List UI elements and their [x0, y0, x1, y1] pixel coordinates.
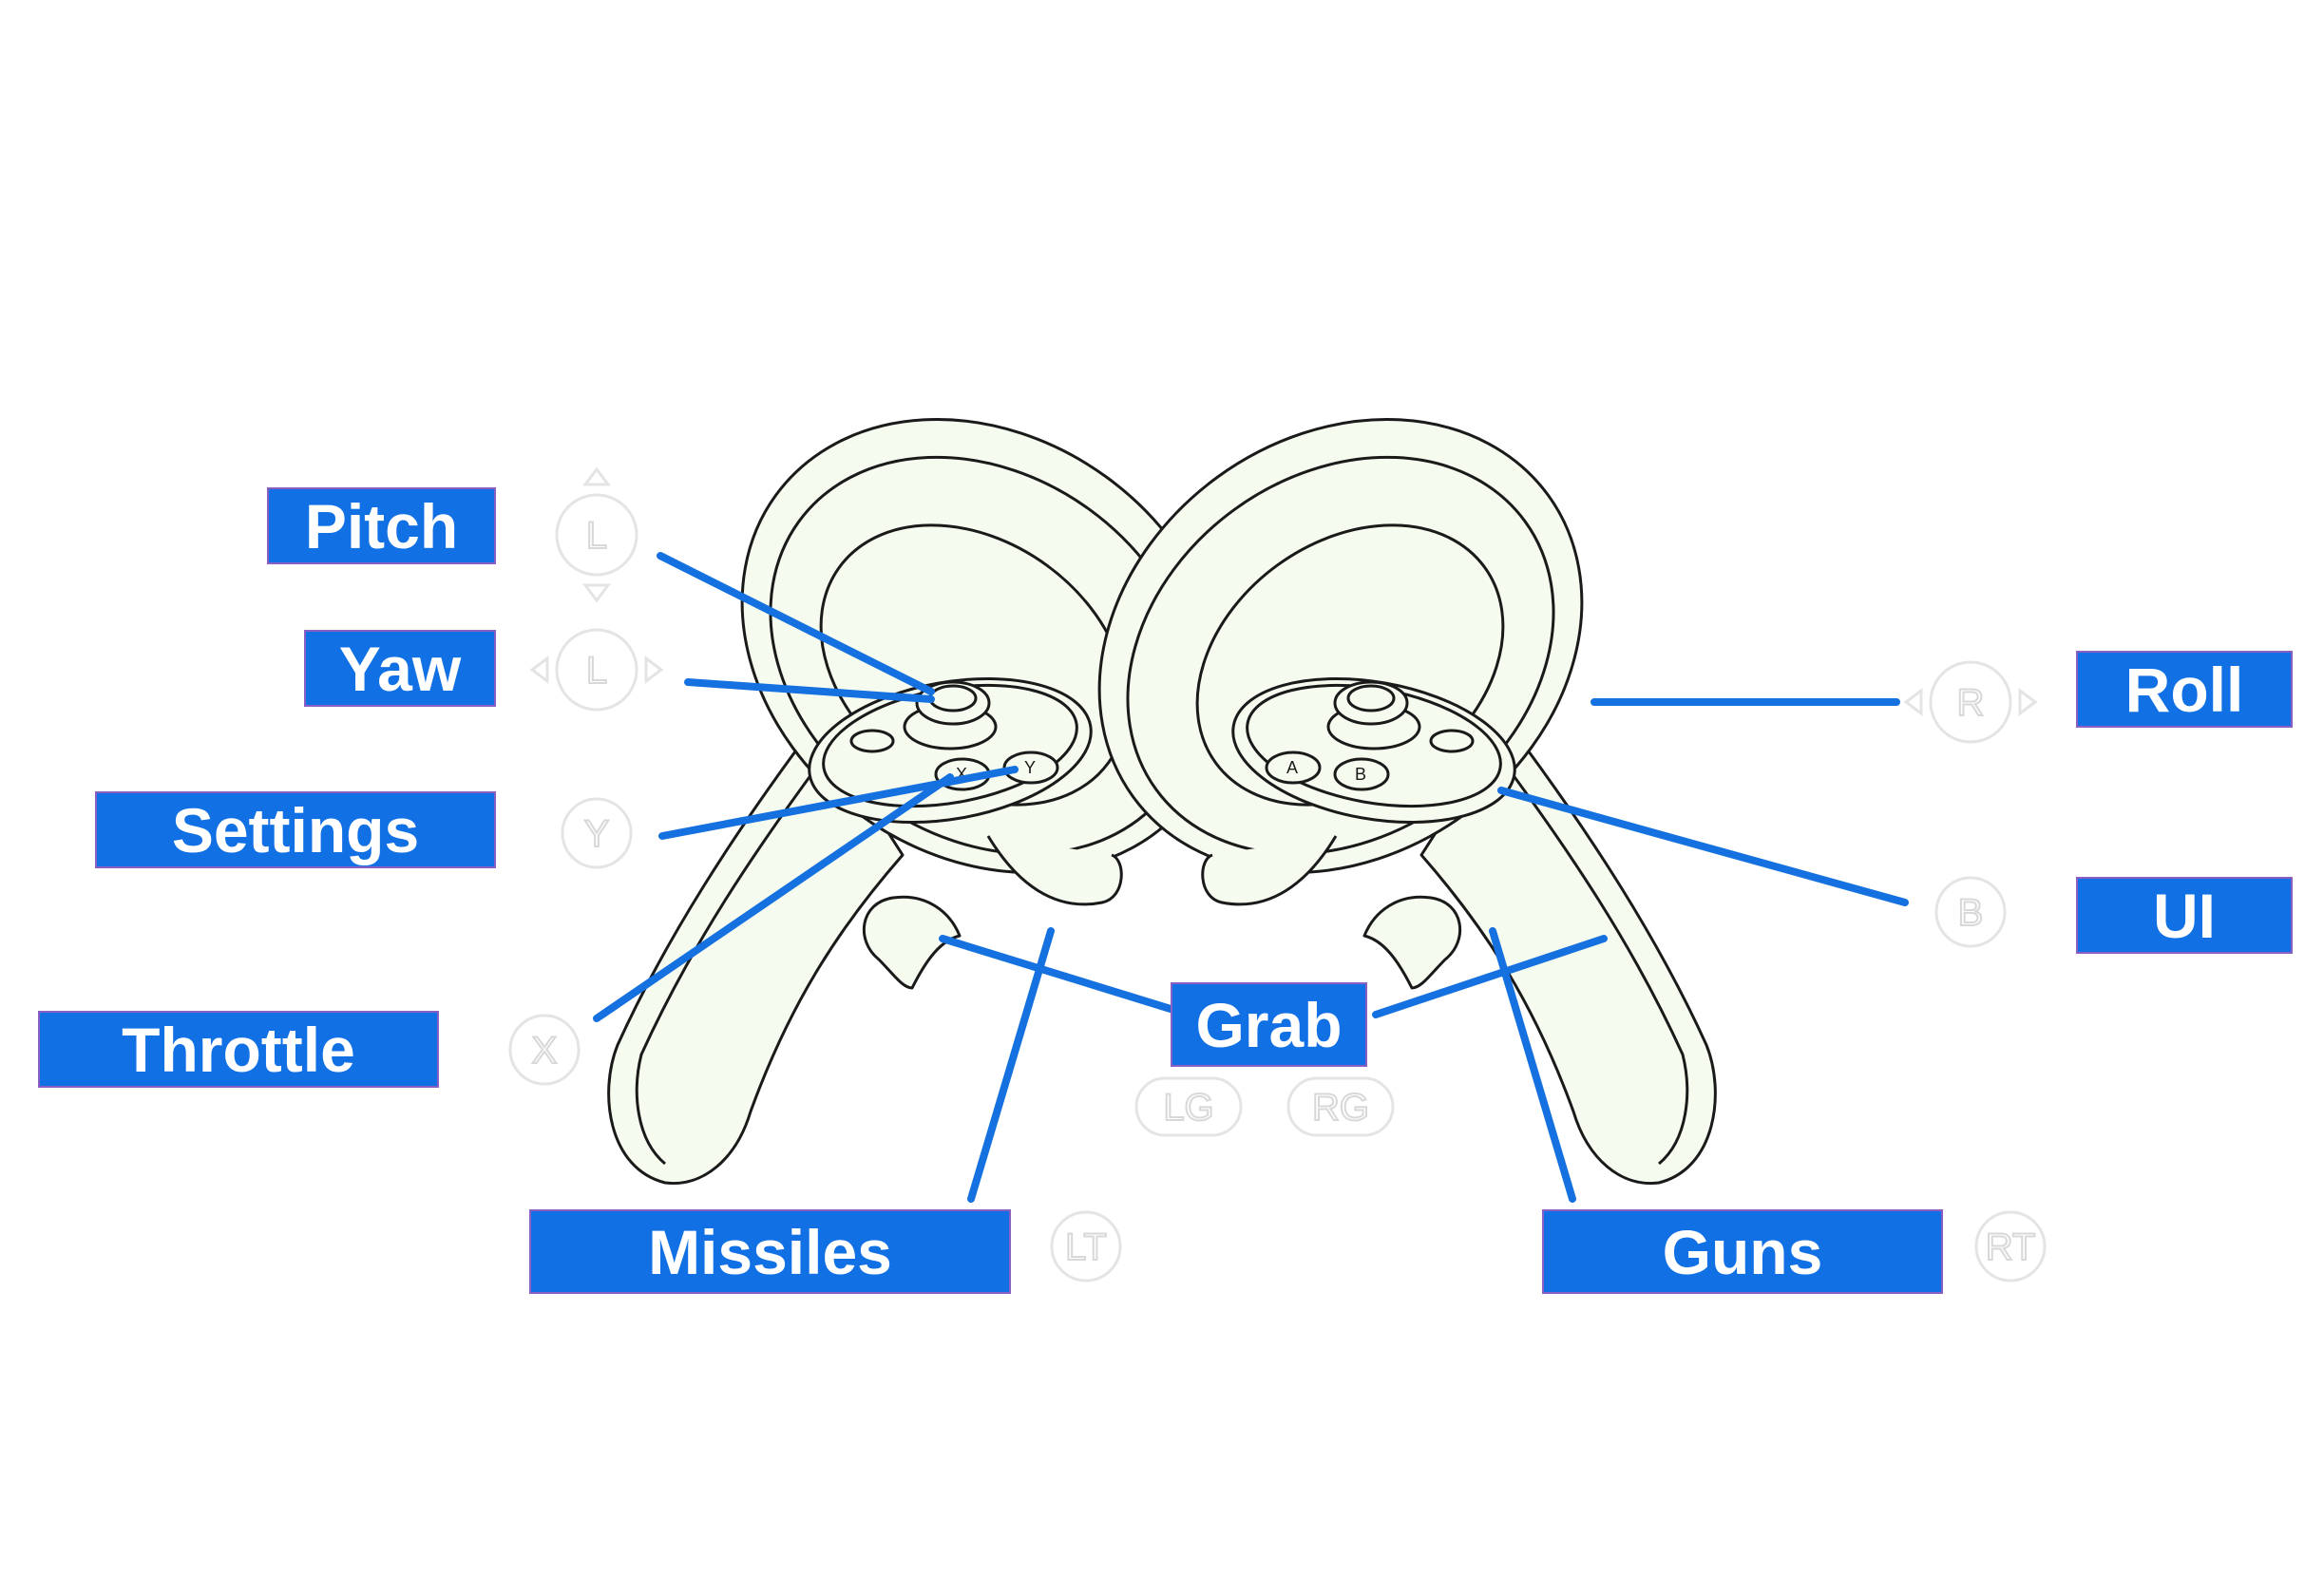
label-pitch: Pitch: [267, 487, 496, 564]
svg-text:L: L: [586, 650, 607, 692]
leader-missiles: [967, 927, 1055, 1203]
leader-guns: [1489, 927, 1576, 1203]
left-thumbstick: [915, 680, 991, 726]
glyph-left-trigger: LT: [1050, 1210, 1122, 1282]
label-yaw: Yaw: [304, 630, 496, 707]
left-trigger-shape: [986, 835, 1123, 906]
left-menu-button: [849, 729, 895, 753]
glyph-left-stick-vertical: L: [555, 466, 638, 603]
left-controller-handle: [607, 720, 905, 1186]
label-throttle: Throttle: [38, 1011, 439, 1088]
left-y-button-letter: Y: [1024, 758, 1036, 777]
leader-grab-left: [939, 935, 1174, 1013]
svg-text:RT: RT: [1986, 1226, 2036, 1268]
leader-throttle: [593, 773, 954, 1022]
svg-text:Y: Y: [584, 813, 610, 855]
label-roll: Roll: [2076, 651, 2293, 728]
label-ui: UI: [2076, 877, 2293, 954]
left-controller: X Y: [607, 418, 1227, 1186]
glyph-b-button: B: [1934, 876, 2007, 948]
right-grip-shape: [1362, 895, 1461, 990]
svg-text:B: B: [1958, 892, 1984, 934]
leader-yaw: [684, 678, 935, 703]
right-a-button: [1265, 750, 1322, 785]
glyph-right-grip: RG: [1286, 1076, 1395, 1137]
glyph-left-stick-horizontal: L: [529, 628, 664, 712]
svg-text:X: X: [532, 1030, 558, 1072]
svg-text:LG: LG: [1163, 1087, 1213, 1129]
label-guns: Guns: [1542, 1209, 1943, 1294]
leader-ui: [1497, 787, 1909, 906]
left-grip-shape: [863, 895, 962, 990]
glyph-x-button: X: [508, 1014, 581, 1086]
glyph-right-trigger: RT: [1974, 1210, 2047, 1282]
right-trigger-shape: [1201, 835, 1338, 906]
leader-grab-right: [1372, 935, 1608, 1018]
glyph-left-grip: LG: [1134, 1076, 1243, 1137]
svg-text:RG: RG: [1312, 1087, 1369, 1129]
right-a-button-letter: A: [1286, 758, 1298, 777]
left-y-button: [1002, 750, 1059, 785]
glyph-y-button: Y: [561, 797, 633, 869]
label-missiles: Missiles: [529, 1209, 1011, 1294]
leader-pitch: [657, 552, 935, 695]
svg-text:L: L: [586, 515, 607, 557]
right-b-button: [1333, 757, 1390, 791]
label-settings: Settings: [95, 791, 496, 868]
glyph-right-stick: R: [1903, 660, 2038, 744]
right-thumbstick: [1333, 680, 1409, 726]
right-oculus-button: [1429, 729, 1475, 753]
svg-text:R: R: [1957, 682, 1985, 724]
leader-settings: [658, 766, 1019, 840]
svg-text:LT: LT: [1065, 1226, 1107, 1268]
right-b-button-letter: B: [1355, 765, 1366, 784]
label-grab: Grab: [1171, 982, 1367, 1067]
